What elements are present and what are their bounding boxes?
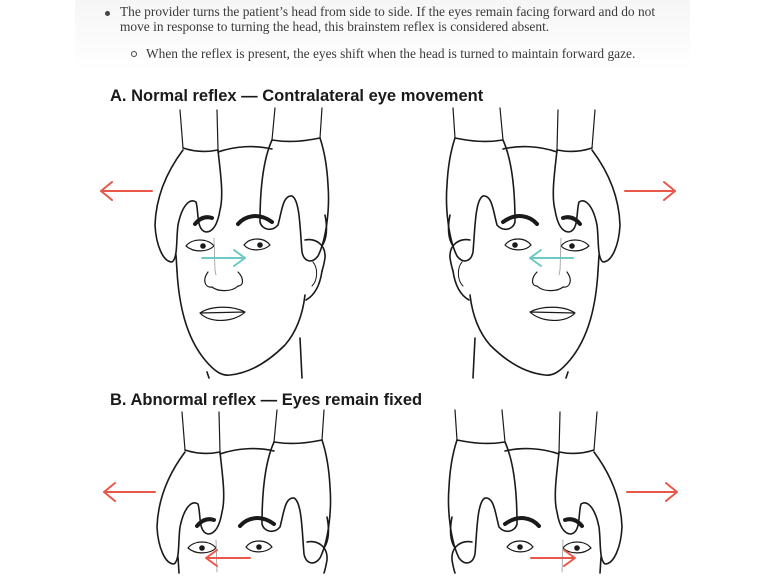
head-turn-arrow-left-icon: [100, 181, 153, 201]
sub-bullet-marker: [131, 51, 137, 57]
panel-a-right-face: [444, 106, 622, 379]
sub-bullet-text: When the reflex is present, the eyes shi…: [146, 46, 636, 61]
panel-a-left-face: [153, 106, 331, 379]
eye-move-arrow-left-icon: [529, 249, 574, 267]
bullet-marker: [105, 11, 110, 16]
panel-b-left-face: [155, 408, 333, 575]
eye-fixed-arrow-left-icon: [205, 549, 251, 567]
eye-move-arrow-right-icon: [201, 249, 246, 267]
eye-fixed-arrow-right-icon: [530, 549, 576, 567]
head-turn-arrow-right-icon: [624, 181, 676, 201]
bullet-text-line-2: move in response to turning the head, th…: [120, 19, 550, 34]
content-background: [75, 0, 690, 72]
bullet-text-line-1: The provider turns the patient’s head fr…: [120, 4, 656, 19]
head-turn-arrow-left-icon: [103, 482, 156, 502]
section-a-title: A. Normal reflex — Contralateral eye mov…: [110, 87, 484, 105]
head-turn-arrow-right-icon: [626, 482, 678, 502]
section-b-title: B. Abnormal reflex — Eyes remain fixed: [110, 391, 423, 409]
panel-b-right-face: [446, 408, 624, 575]
